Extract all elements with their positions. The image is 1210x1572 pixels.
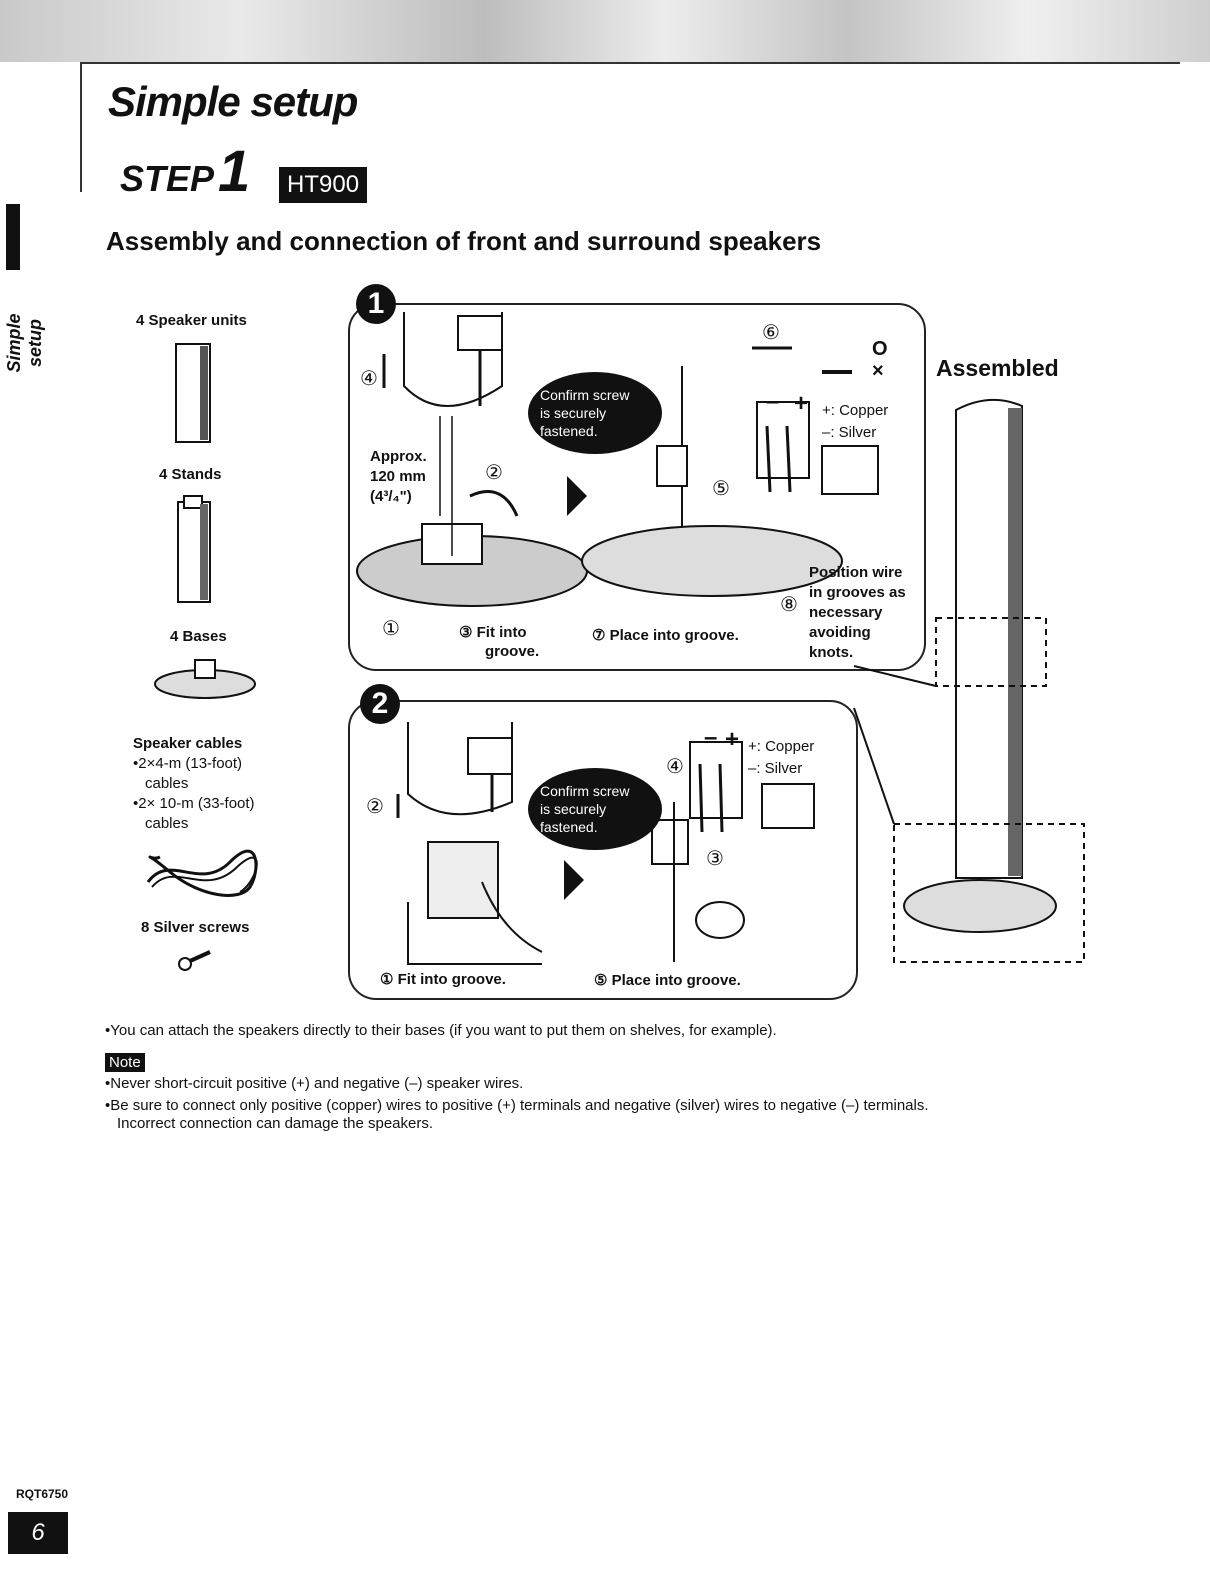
assembled-speaker-illustration [853,398,1085,963]
step-1-marker-6: ⑥ [762,322,780,344]
cables-item1-suffix: cables [145,775,189,792]
step-1-wrong-mark: × [872,360,884,382]
step-word: STEP [120,158,215,199]
step-2-badge: 2 [360,684,400,724]
position-wire-4: avoiding [809,624,871,641]
step-2-marker-5: ⑤ Place into groove. [594,972,741,989]
step-1-illustration [356,312,879,607]
speaker-cable-icon [146,849,258,897]
step-1-marker-5: ⑤ [712,478,730,500]
step-2-marker-4: ④ [666,756,684,778]
step-2-marker-2: ② [366,796,384,818]
step-1-copper: +: Copper [822,402,889,419]
step-1-minus: – [766,388,780,415]
step-1-marker-3: ③ Fit into [459,624,527,641]
step-1-silver: –: Silver [822,424,877,441]
position-wire-2: in grooves as [809,584,906,601]
step-2-plus: + [725,726,740,753]
step-1-marker-4: ④ [360,368,378,390]
stands-label: 4 Stands [159,466,222,483]
step-1-callout-line2: is securely [540,405,607,421]
bases-label: 4 Bases [170,628,227,645]
silver-screws-label: 8 Silver screws [141,919,250,936]
section-heading: Assembly and connection of front and sur… [106,226,822,256]
step-1-marker-7: ⑦ Place into groove. [592,627,739,644]
step-1-correct-mark: O [872,338,888,360]
step-1-marker-8: ⑧ [780,594,798,616]
speaker-unit-icon [175,343,211,443]
approx-label-2: 120 mm [370,468,426,485]
note-1: •Never short-circuit positive (+) and ne… [105,1075,524,1092]
shelf-tip: •You can attach the speakers directly to… [105,1022,777,1039]
note-2: •Be sure to connect only positive (coppe… [105,1097,929,1114]
step-1-badge: 1 [356,284,396,324]
step-2-marker-1: ① Fit into groove. [380,971,506,988]
note-3: Incorrect connection can damage the spea… [117,1115,434,1132]
step-2-callout-line1: Confirm screw [540,783,630,799]
step-2-callout-line3: fastened. [540,819,598,835]
step-1-callout: Confirm screw is securely fastened. [528,372,662,454]
screw-icon [178,950,211,971]
page-title: Simple setup [108,78,358,125]
approx-label-3: (4³/₄") [370,488,412,505]
cables-item1: •2×4-m (13-foot) [133,755,243,772]
header-rule [80,62,1180,64]
step-2-marker-3: ③ [706,848,724,870]
cables-item2-suffix: cables [145,815,189,832]
step-1-plus: + [794,390,809,417]
step-2-copper: +: Copper [748,738,815,755]
step-2-minus: – [704,724,718,751]
speaker-cables-label: Speaker cables [133,735,243,752]
position-wire-5: knots. [809,644,854,661]
step-2-callout: Confirm screw is securely fastened. [528,768,662,850]
stand-icon [177,495,211,603]
cables-item2: •2× 10-m (33-foot) [133,795,255,812]
step-1-marker-3-suffix: groove. [485,643,540,660]
step-2-illustration [396,722,815,965]
sidebar-tab-marker [6,204,20,270]
step-1-marker-1: ① [382,618,400,640]
step-label: STEP1 [120,138,250,205]
step-1-marker-2: ② [485,462,503,484]
step-1-callout-line1: Confirm screw [540,387,630,403]
step-1-callout-line3: fastened. [540,423,598,439]
speaker-units-label: 4 Speaker units [136,312,247,329]
note-badge: Note [105,1053,145,1072]
page-number: 6 [8,1512,68,1554]
document-code: RQT6750 [16,1487,69,1501]
approx-label-1: Approx. [370,448,427,465]
position-wire-3: necessary [809,604,883,621]
scanned-top-band [0,0,1210,62]
base-icon [154,659,256,699]
position-wire-1: Position wire [809,564,903,581]
step-2-callout-line2: is securely [540,801,607,817]
model-badge: HT900 [279,167,368,203]
sidebar-label: Simple setup [4,313,45,373]
header-vertical-rule [80,62,82,192]
step-number: 1 [218,139,251,204]
assembled-label: Assembled [936,355,1059,381]
step-2-silver: –: Silver [748,760,803,777]
